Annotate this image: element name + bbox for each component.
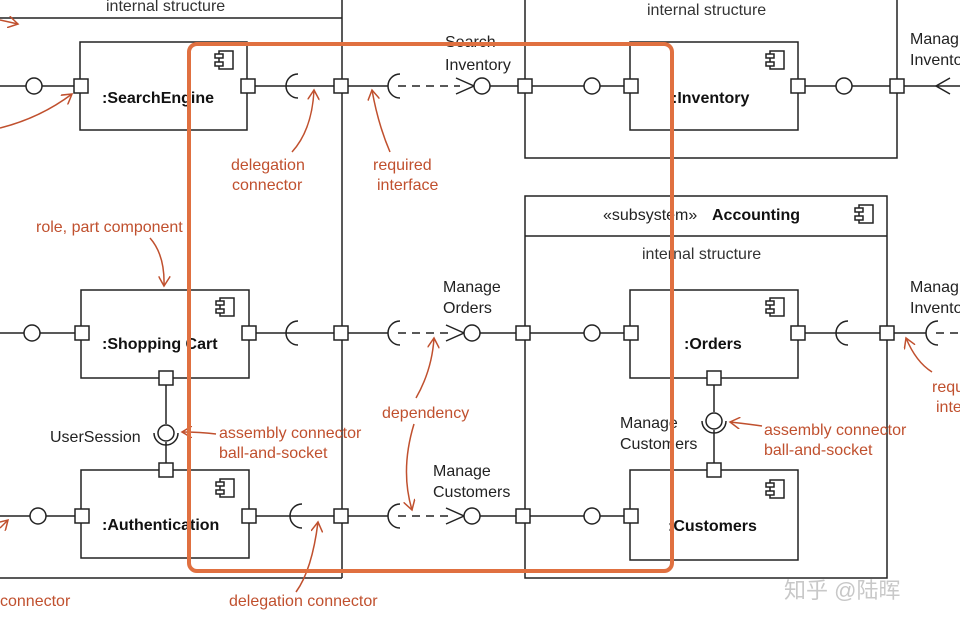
search-engine-label: :SearchEngine (102, 90, 214, 107)
annotation-dependency: dependency (382, 405, 469, 422)
annotation-required-interface-right-2: inte (936, 399, 960, 416)
left-subsystem-frame (0, 0, 343, 579)
interface-label-manage-orders: Manage (443, 279, 501, 296)
annotation-delegation-connector: delegation (231, 157, 305, 174)
customers-component: :Customers (629, 469, 799, 561)
annotation-assembly-connector-left: assembly connector (219, 425, 362, 442)
interface-label-manage-customers: Manage (433, 463, 491, 480)
annotation-assembly-connector-left-2: ball-and-socket (219, 445, 328, 462)
orders-component: :Orders (629, 289, 799, 379)
shopping-cart-component: :Shopping Cart (80, 289, 250, 379)
authentication-label: :Authentication (102, 517, 219, 534)
annotation-required-interface: required (373, 157, 432, 174)
search-engine-component: :SearchEngine (79, 41, 248, 131)
annotation-delegation-connector-2: connector (232, 177, 303, 194)
authentication-component: :Authentication (80, 469, 250, 559)
interface-label-user-session: UserSession (50, 429, 141, 446)
shopping-cart-label: :Shopping Cart (102, 336, 218, 353)
inventory-label: :Inventory (672, 90, 749, 107)
structure-label-top-right: internal structure (647, 2, 766, 19)
ports (73, 78, 905, 524)
annotation-connector-bottom-left: connector (0, 593, 71, 610)
accounting-component-icon (854, 204, 874, 224)
subsystem-stereotype: «subsystem» (603, 207, 697, 224)
watermark: 知乎 @陆晖 (784, 578, 900, 603)
interface-label-manage-inventory-mid: Manag (910, 279, 959, 296)
structure-label-top-left: internal structure (106, 0, 225, 15)
annotation-role-part-component: role, part component (36, 219, 183, 236)
annotation-required-interface-right: requ (932, 379, 960, 396)
interface-label-manage-orders-2: Orders (443, 300, 492, 317)
annotation-assembly-connector-right-2: ball-and-socket (764, 442, 873, 459)
interface-label-manage-customers-inner-2: Customers (620, 436, 697, 453)
connection-lines (0, 85, 960, 517)
customers-label: :Customers (668, 518, 757, 535)
highlight-box (187, 42, 674, 573)
accounting-subsystem-frame (524, 195, 888, 579)
interface-label-manage-customers-inner: Manage (620, 415, 678, 432)
provided-interfaces (23, 77, 853, 525)
interface-label-manage-inventory-top-2: Invento (910, 52, 960, 69)
interface-label-manage-inventory-top: Manag (910, 31, 959, 48)
interface-label-manage-inventory-mid-2: Invento (910, 300, 960, 317)
subsystem-name: Accounting (712, 207, 800, 224)
inventory-component: :Inventory (629, 41, 799, 131)
interface-label-search-inventory-2: Inventory (445, 57, 511, 74)
interface-label-manage-customers-2: Customers (433, 484, 510, 501)
structure-label-accounting: internal structure (642, 246, 761, 263)
annotation-delegation-connector-bottom: delegation connector (229, 593, 378, 610)
required-interfaces (153, 73, 939, 529)
annotation-arrows (0, 20, 933, 593)
annotation-assembly-connector-right: assembly connector (764, 422, 907, 439)
annotation-required-interface-2: interface (377, 177, 438, 194)
orders-label: :Orders (684, 336, 742, 353)
